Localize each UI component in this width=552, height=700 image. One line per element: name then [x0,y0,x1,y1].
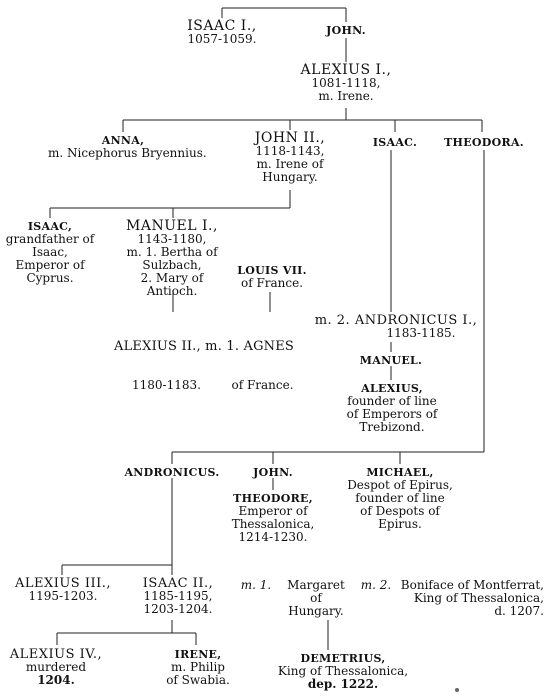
demetrius: DEMETRIUS, King of Thessalonica, dep. 12… [277,652,409,691]
ink-speck [455,688,459,692]
isaac-grandfather: ISAAC, grandfather of Isaac, Emperor of … [5,220,95,285]
alexius-ii-and-agnes: ALEXIUS II., m. 1. AGNES 1180-1183. of F… [114,339,295,392]
manuel-i: MANUEL I., 1143-1180, m. 1. Bertha of Su… [126,218,218,298]
marriage-2-label: m. 2. [360,578,392,592]
theodora: THEODORA. [444,136,524,149]
anna: ANNA, m. Nicephorus Bryennius. [48,134,207,160]
isaac-son: ISAAC. [372,136,418,149]
john-father: JOHN. [326,24,366,37]
alexius-i: ALEXIUS I., 1081-1118, m. Irene. [300,62,392,103]
alexius-iv: ALEXIUS IV., murdered 1204. [9,647,103,687]
alexius-trebizond: ALEXIUS, founder of line of Emperors of … [346,382,438,434]
michael: MICHAEL, Despot of Epirus, founder of li… [347,466,453,531]
alexius-iii: ALEXIUS III., 1195-1203. [14,576,112,603]
john-son: JOHN. [253,466,293,479]
boniface-of-montferrat: Boniface of Montferrat, King of Thessalo… [400,578,544,618]
irene: IRENE, m. Philip of Swabia. [166,648,230,687]
john-ii: JOHN II., 1118-1143, m. Irene of Hungary… [254,130,326,184]
andronicus-i: m. 2. ANDRONICUS I., 1183-1185. [314,313,478,340]
andronicus: ANDRONICUS. [124,466,220,479]
manuel: MANUEL. [359,354,423,367]
isaac-i: ISAAC I., 1057-1059. [187,18,257,46]
marriage-1-label: m. 1. [240,578,272,592]
theodore: THEODORE, Emperor of Thessalonica, 1214-… [231,492,315,544]
isaac-ii: ISAAC II., 1185-1195, 1203-1204. [142,576,214,616]
louis-vii: LOUIS VII. of France. [237,264,307,290]
margaret-of-hungary: Margaret of Hungary. [287,578,345,618]
